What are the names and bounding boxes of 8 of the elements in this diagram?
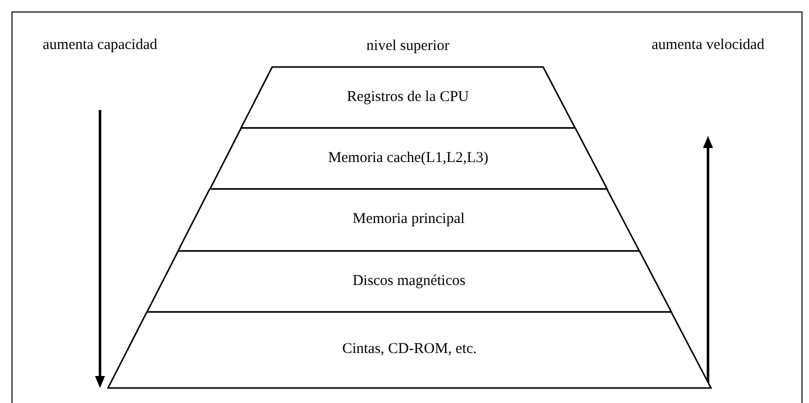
level-label: Registros de la CPU (346, 88, 470, 106)
level-label: Memoria principal (352, 211, 466, 228)
level-label: Discos magnéticos (352, 272, 466, 290)
level-label: Memoria cache(L1,L2,L3) (327, 150, 490, 166)
level-label: Cintas, CD-ROM, etc. (341, 341, 478, 358)
level-caption: nivel superior (366, 38, 450, 55)
axis-caption: aumenta capacidad (42, 37, 158, 54)
axis-caption: aumenta velocidad (652, 37, 764, 54)
